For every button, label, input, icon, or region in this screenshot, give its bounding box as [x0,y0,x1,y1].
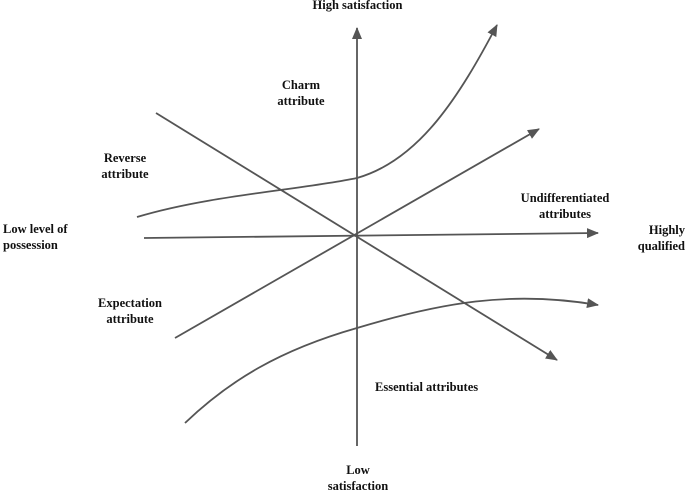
reverse-attribute-line [155,112,558,361]
expectation-attribute-label: Expectation attribute [98,296,162,326]
possession-axis [143,228,599,239]
essential-attributes-curve [184,297,599,424]
charm-attribute-curve [136,24,498,218]
undifferentiated-attributes-label: Undifferentiated attributes [520,191,610,221]
charm-attribute-label: Charm attribute [277,78,325,108]
low-satisfaction-label: Low satisfaction [327,463,389,493]
expectation-attribute-line [174,128,540,339]
highly-qualified-label: Highly qualified [637,223,685,253]
low-possession-label: Low level of possession [3,222,68,252]
reverse-attribute-label: Reverse attribute [101,151,149,181]
high-satisfaction-label: High satisfaction [312,0,403,12]
essential-attributes-label: Essential attributes [375,380,479,394]
